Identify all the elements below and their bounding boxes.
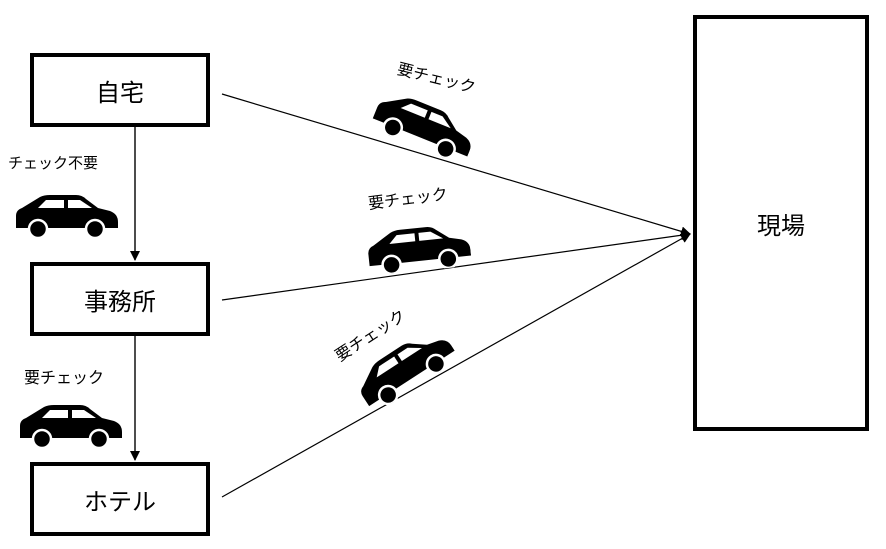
node-home-label: 自宅 — [96, 78, 144, 107]
car-icon — [361, 340, 455, 407]
car-icon — [368, 226, 472, 276]
node-hotel: ホテル — [30, 462, 210, 536]
car-icon — [372, 98, 471, 160]
node-site: 現場 — [693, 15, 869, 431]
label-home-to-office: チェック不要 — [8, 154, 99, 172]
node-office-label: 事務所 — [84, 287, 156, 316]
node-hotel-label: ホテル — [84, 487, 156, 516]
arrow-home-to-site — [221, 93, 691, 237]
car-icon — [16, 195, 118, 238]
car-icon — [20, 405, 122, 448]
node-home: 自宅 — [30, 53, 210, 127]
arrow-hotel-to-site — [221, 233, 691, 498]
label-office-to-hotel: 要チェック — [24, 368, 105, 387]
arrow-office-to-site — [221, 230, 691, 301]
node-site-label: 現場 — [757, 211, 805, 240]
node-office: 事務所 — [30, 262, 210, 336]
